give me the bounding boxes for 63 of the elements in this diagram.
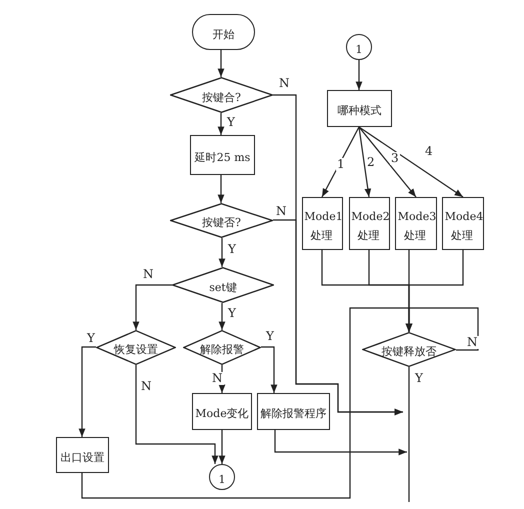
edge-label: N — [466, 336, 478, 350]
arrow — [78, 346, 96, 437]
node-label: Mode3 处理 — [396, 210, 436, 242]
arrow — [358, 126, 464, 198]
decision-diamond — [170, 203, 273, 238]
edge-label: N — [278, 77, 290, 90]
arrow — [218, 113, 224, 135]
arrow — [218, 430, 226, 464]
arrow — [218, 303, 226, 330]
node-label: 出口设置 — [60, 450, 106, 464]
node-label: 1 — [218, 472, 226, 486]
terminal-shape — [192, 14, 255, 50]
arrow — [274, 430, 407, 456]
arrow — [218, 238, 226, 267]
arrow — [356, 60, 362, 90]
node-label: 恢复设置 — [112, 343, 159, 356]
process-box — [442, 197, 484, 250]
process-box — [192, 393, 252, 430]
connector-circle — [209, 464, 235, 490]
edge-label: N — [140, 380, 152, 394]
node-label: 1 — [354, 42, 364, 56]
edge-label: N — [275, 205, 288, 218]
edge-label: 3 — [390, 152, 400, 166]
node-label: set键 — [208, 280, 238, 294]
edge-label: N — [211, 372, 224, 386]
process-box — [349, 197, 390, 250]
process-box — [190, 135, 255, 175]
node-label: Mode2 处理 — [350, 210, 390, 242]
process-box — [395, 197, 437, 250]
process-box — [56, 437, 109, 473]
decision-diamond — [170, 77, 273, 113]
process-box — [327, 90, 392, 127]
connector-circle — [346, 34, 372, 60]
node-label: 按键否? — [201, 216, 242, 229]
node-label: 延时25 ms — [194, 150, 252, 164]
node-label: 按键合? — [201, 90, 242, 104]
arrow — [273, 219, 403, 416]
arrow — [261, 346, 278, 393]
node-label: 解除报警程序 — [260, 407, 328, 420]
arrow — [321, 126, 360, 198]
arrow — [358, 126, 372, 198]
decision-diamond — [362, 332, 456, 367]
arrow — [218, 365, 226, 393]
decision-diamond — [96, 330, 176, 365]
arrow — [218, 175, 224, 203]
arrow — [81, 307, 412, 499]
node-label: 按键释放否 — [380, 345, 438, 358]
edge-label: 1 — [336, 158, 346, 172]
node-label: 解除报警 — [199, 343, 245, 356]
node-label: Mode1 处理 — [303, 210, 343, 242]
arrow — [218, 50, 224, 77]
arrow — [135, 365, 218, 464]
arrow — [358, 126, 416, 198]
node-label: Mode4 处理 — [444, 210, 484, 242]
edge-label: N — [142, 268, 154, 282]
node-label: Mode变化 — [194, 407, 250, 420]
decision-diamond — [172, 267, 274, 303]
arrow — [132, 284, 172, 330]
process-box — [257, 393, 330, 430]
node-label: 开始 — [212, 28, 236, 40]
node-label: 哪种模式 — [336, 104, 382, 117]
decision-diamond — [183, 330, 261, 365]
process-box — [302, 197, 343, 250]
